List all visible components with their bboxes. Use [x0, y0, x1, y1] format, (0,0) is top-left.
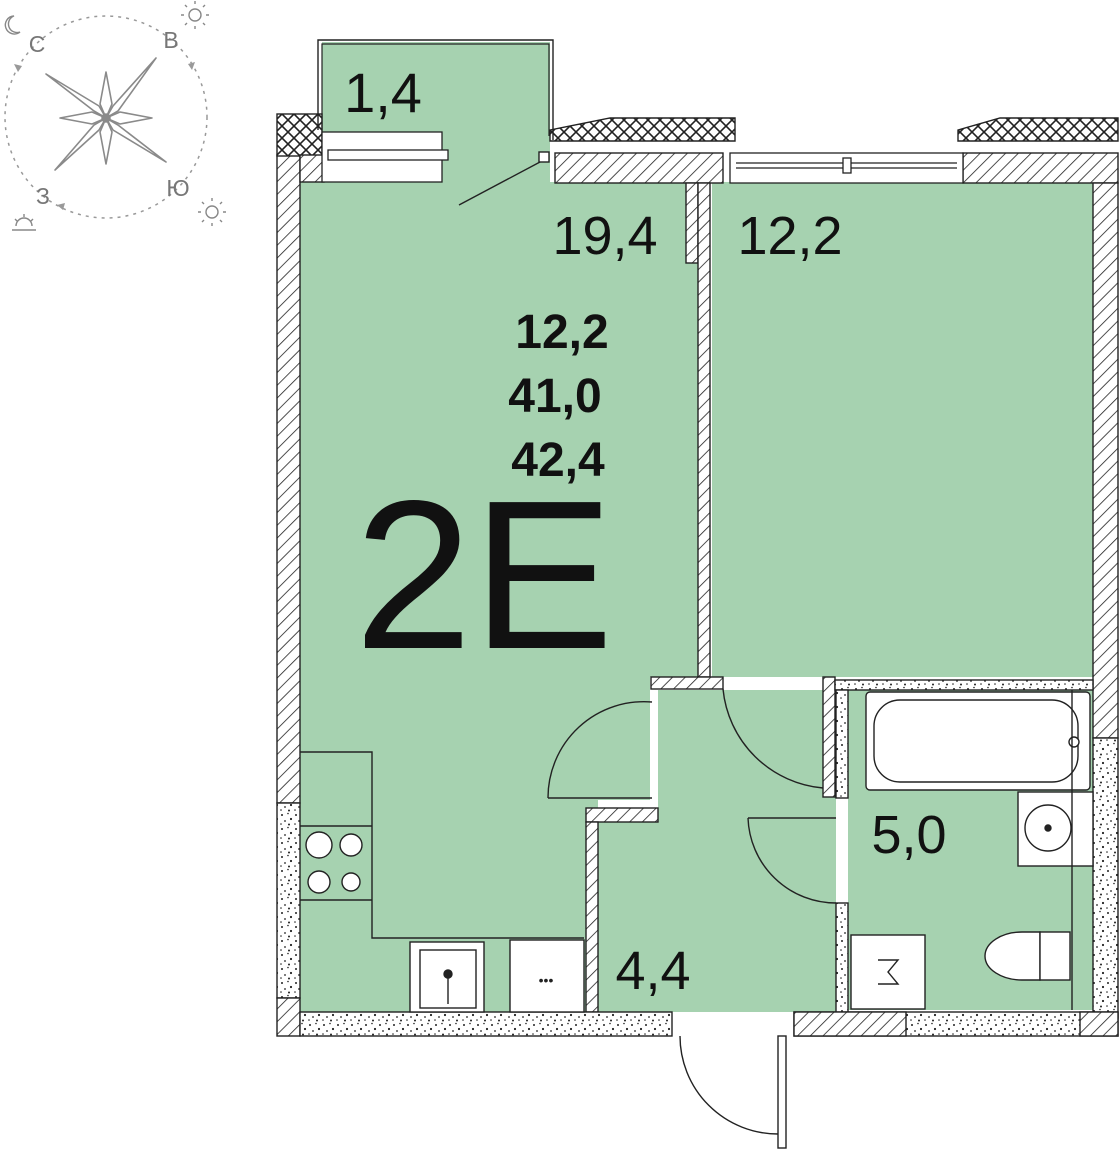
bedroom-room [712, 182, 1093, 677]
svg-text:•••: ••• [539, 972, 554, 988]
compass: С В Ю З [4, 1, 226, 231]
dishwasher-icon [509, 939, 585, 1013]
sun-icon [198, 198, 226, 226]
kitchen-living-room [300, 182, 698, 1012]
balcony-area: 1,4 [344, 61, 422, 124]
total-area: 41,0 [508, 370, 601, 423]
sun-icon [181, 1, 209, 29]
balcony-frame [317, 39, 554, 140]
windows [321, 131, 964, 184]
bedroom-area: 12,2 [737, 206, 842, 266]
stove-icon [305, 831, 363, 894]
compass-west: З [36, 183, 50, 209]
total-with-balcony: 42,4 [511, 434, 605, 487]
moon-icon [4, 15, 21, 35]
toilet-icon [984, 931, 1071, 981]
kitchen-living-area: 19,4 [552, 206, 657, 266]
hallway-room [598, 690, 836, 1012]
kitchen-fixtures: ••• [300, 751, 585, 1013]
compass-tick-icon [14, 62, 195, 210]
compass-north: С [29, 31, 46, 57]
bathroom-fixtures [850, 690, 1094, 1010]
compass-south: Ю [166, 175, 189, 201]
compass-star-icon [45, 57, 167, 171]
doors [458, 151, 837, 1149]
sunset-icon [12, 214, 36, 231]
walls [276, 113, 1119, 1037]
compass-east: В [163, 27, 178, 53]
bathroom-area: 5,0 [871, 805, 946, 865]
apartment-type: 2Е [354, 456, 613, 693]
hallway-area: 4,4 [615, 941, 690, 1001]
living-area: 12,2 [515, 306, 608, 359]
